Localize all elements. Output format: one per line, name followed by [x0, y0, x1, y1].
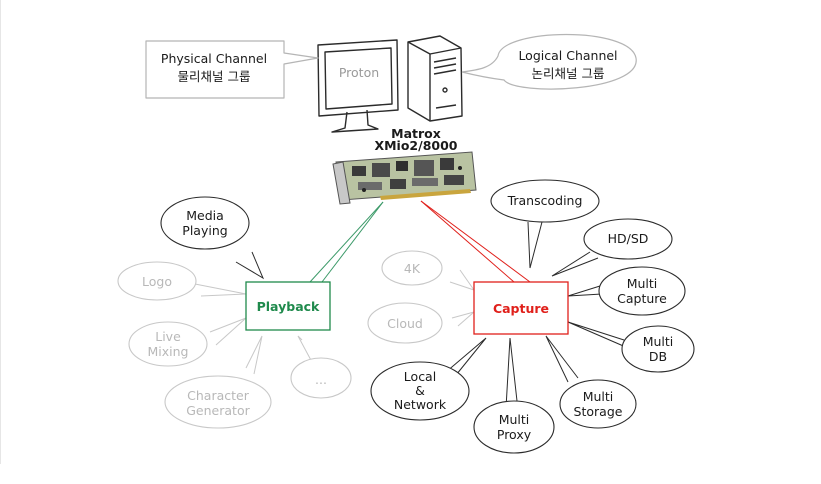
power-button-icon	[442, 87, 448, 93]
card-to-playback-line-a	[309, 201, 384, 283]
local-network-line3: Network	[394, 397, 447, 412]
multi-storage-line1: Multi	[583, 389, 614, 404]
media-playing-line1: Media	[186, 208, 224, 223]
capture-card-illustration	[332, 151, 477, 205]
monitor-screen-label: Proton	[339, 65, 379, 80]
node-cloud: Cloud	[367, 302, 443, 344]
cloud-label: Cloud	[387, 316, 423, 331]
logical-channel-line1: Logical Channel	[518, 48, 617, 63]
node-media-playing: Media Playing	[160, 196, 250, 250]
monitor-frame	[317, 39, 399, 117]
node-character-generator: Character Generator	[164, 375, 272, 429]
character-generator-line2: Generator	[186, 403, 250, 418]
card-to-capture-line-b	[420, 200, 531, 283]
tower-vent	[435, 104, 457, 109]
multi-proxy-line1: Multi	[499, 412, 530, 427]
multi-capture-line1: Multi	[627, 276, 658, 291]
node-multi-proxy: Multi Proxy	[473, 400, 555, 454]
computer-illustration	[317, 35, 463, 133]
tower-case	[407, 35, 463, 122]
node-multi-db: Multi DB	[621, 325, 695, 373]
physical-channel-line2: 물리채널 그룹	[178, 69, 251, 84]
more-label: ...	[315, 372, 327, 387]
capture-label: Capture	[493, 301, 549, 316]
multi-db-line1: Multi	[643, 334, 674, 349]
drive-bay-2	[433, 63, 457, 69]
multi-storage-line2: Storage	[574, 404, 623, 419]
physical-channel-callout: Physical Channel 물리채널 그룹	[145, 40, 319, 99]
hd-sd-label: HD/SD	[608, 231, 649, 246]
node-transcoding: Transcoding	[490, 179, 600, 223]
card-to-playback-line-b	[321, 201, 384, 283]
playback-label: Playback	[257, 299, 320, 314]
multi-db-line2: DB	[649, 349, 667, 364]
logo-label: Logo	[142, 274, 172, 289]
transcoding-label: Transcoding	[507, 193, 583, 208]
node-logo: Logo	[117, 261, 197, 301]
node-local-network: Local & Network	[370, 361, 470, 421]
monitor-screen	[324, 47, 393, 110]
drive-bay-1	[433, 57, 457, 63]
node-live-mixing: Live Mixing	[128, 321, 208, 367]
local-network-line2: &	[415, 383, 425, 398]
media-playing-line2: Playing	[182, 223, 227, 238]
logical-channel-line2: 논리채널 그룹	[532, 66, 605, 81]
card-to-capture-line-a	[420, 200, 515, 283]
live-mixing-line1: Live	[155, 329, 181, 344]
node-multi-capture: Multi Capture	[598, 266, 686, 316]
character-generator-line1: Character	[187, 388, 250, 403]
drive-bay-3	[433, 69, 457, 75]
k4-label: 4K	[404, 261, 421, 276]
local-network-line1: Local	[404, 369, 436, 384]
logical-channel-callout: Logical Channel 논리채널 그룹	[461, 33, 637, 90]
node-more: ...	[290, 357, 352, 399]
multi-capture-line2: Capture	[617, 291, 667, 306]
card-name-line2: XMio2/8000	[374, 138, 457, 153]
live-mixing-line2: Mixing	[148, 344, 189, 359]
multi-proxy-line2: Proxy	[497, 427, 532, 442]
capture-hub: Capture	[473, 281, 569, 335]
node-4k: 4K	[381, 250, 443, 286]
playback-hub: Playback	[245, 281, 331, 331]
card-name-line1: Matrox	[391, 126, 441, 141]
node-multi-storage: Multi Storage	[559, 379, 637, 429]
physical-channel-line1: Physical Channel	[161, 51, 267, 66]
node-hd-sd: HD/SD	[583, 218, 673, 260]
monitor-stand	[331, 109, 379, 133]
